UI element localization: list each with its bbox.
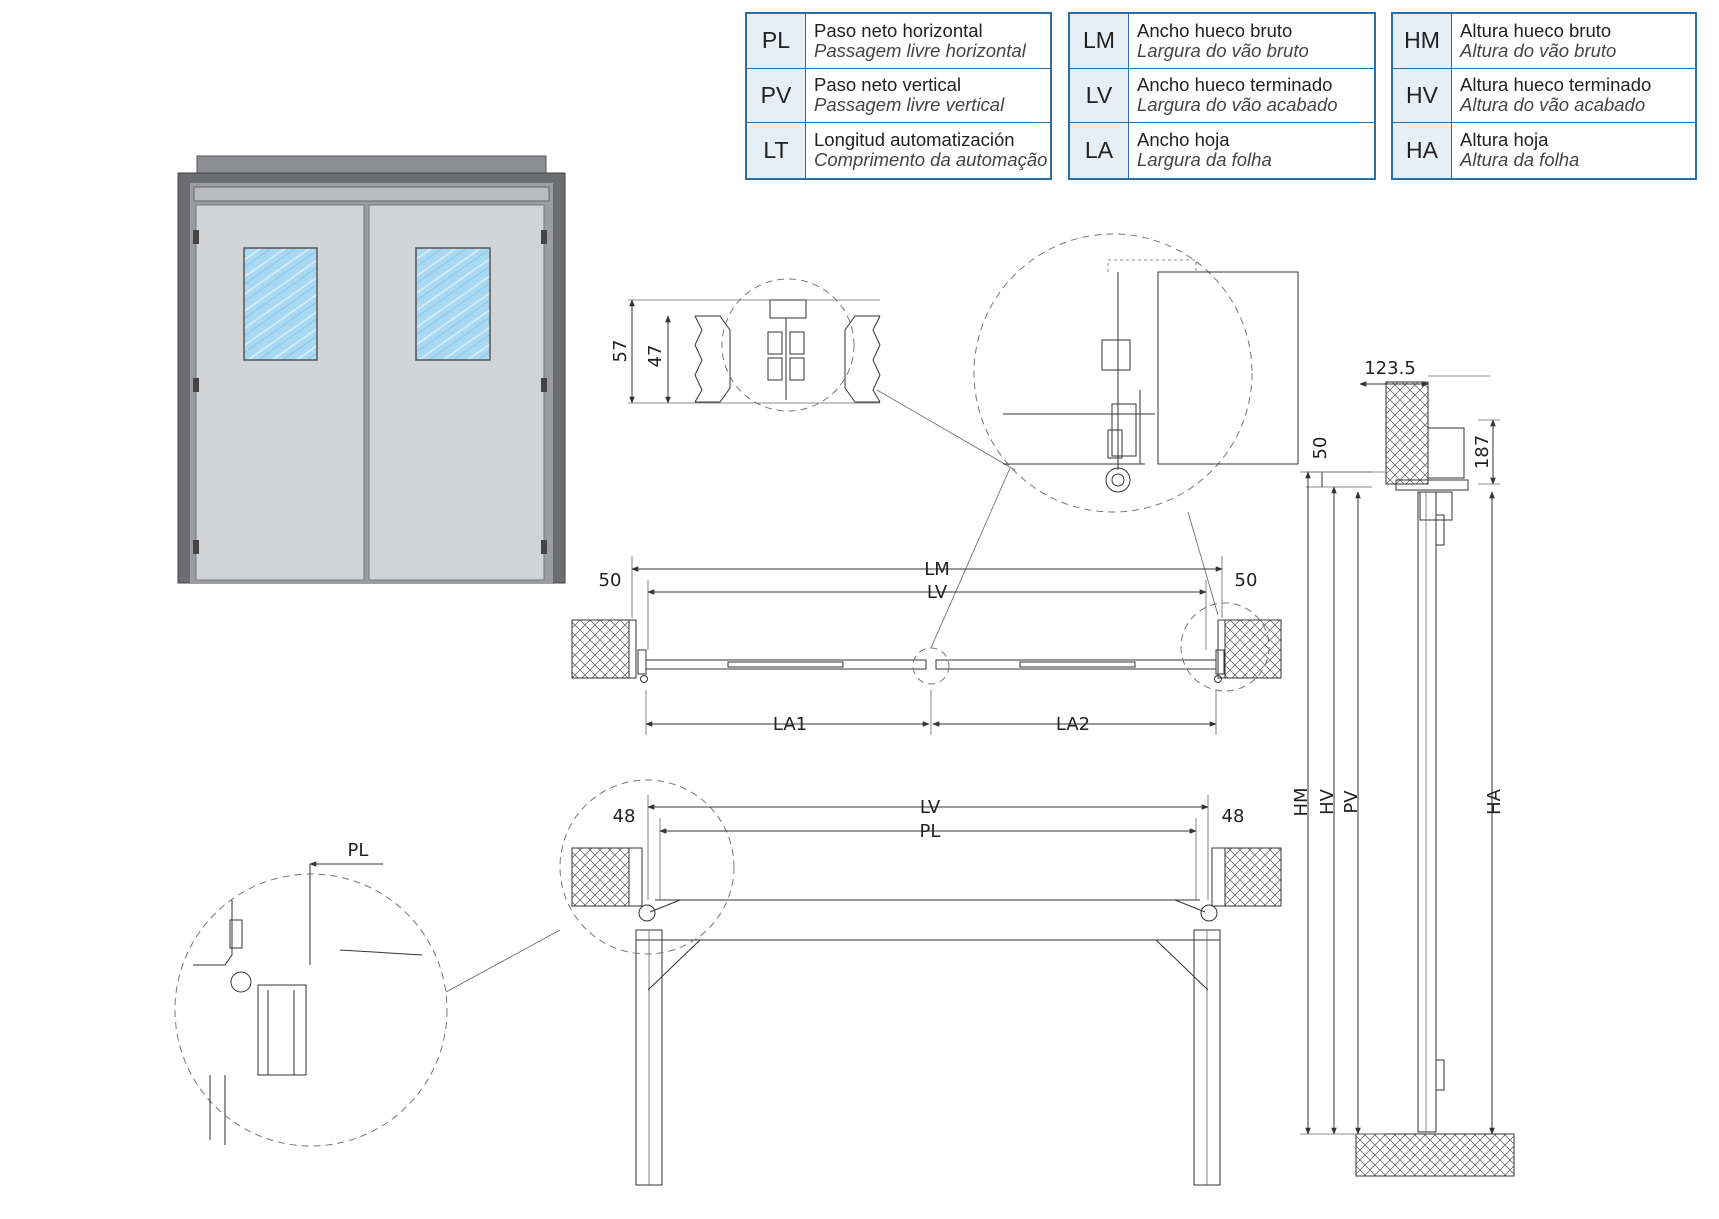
- legend-spanish: Altura hueco terminado: [1460, 74, 1652, 96]
- dim-la2: LA2: [1056, 714, 1090, 735]
- wall-left-open: [571, 847, 630, 907]
- dim-lm: LM: [924, 559, 950, 580]
- legend-spanish: Altura hueco bruto: [1460, 19, 1612, 41]
- floor-slab: [1355, 1133, 1515, 1177]
- legend-portuguese: Largura da folha: [1137, 149, 1272, 171]
- legend-code: HM: [1393, 14, 1452, 68]
- legend-portuguese: Altura da folha: [1460, 149, 1580, 171]
- header-box: [196, 155, 547, 175]
- vertical-section: 123.5 187 50 HM HV PV HA: [1291, 358, 1515, 1177]
- plan-open-view: LV PL 48 48: [445, 779, 1282, 1186]
- legend-spanish: Altura hoja: [1460, 129, 1549, 151]
- legend-portuguese: Passagem livre vertical: [814, 94, 1005, 116]
- legend-code: LV: [1070, 68, 1129, 123]
- window-glass-left: [243, 247, 318, 361]
- dim-50-left: 50: [599, 570, 622, 591]
- dim-47: 47: [645, 345, 666, 368]
- dim-pl-open: PL: [920, 821, 941, 842]
- profile-detail: 57 47: [610, 278, 1016, 471]
- legend-portuguese: Largura do vão bruto: [1137, 39, 1309, 61]
- dim-ha: HA: [1484, 788, 1505, 815]
- dim-57: 57: [610, 340, 631, 363]
- legend-code: PL: [747, 14, 806, 68]
- hinge-right-top: [541, 230, 547, 244]
- wall-right-open: [1224, 847, 1282, 907]
- legend-portuguese: Altura do vão acabado: [1460, 94, 1646, 116]
- dim-la1: LA1: [773, 714, 807, 735]
- legend-portuguese: Largura do vão acabado: [1137, 94, 1338, 116]
- dim-48-right: 48: [1222, 806, 1245, 827]
- wall-left: [571, 619, 630, 679]
- dim-50-right: 50: [1235, 570, 1258, 591]
- legend-portuguese: Passagem livre horizontal: [814, 39, 1026, 61]
- legend-spanish: Paso neto vertical: [814, 74, 962, 96]
- dim-hv: HV: [1317, 788, 1338, 815]
- operator-bar: [193, 186, 550, 202]
- legend-code: LT: [747, 123, 806, 178]
- dim-123-5: 123.5: [1364, 358, 1416, 379]
- hinge-left-mid: [193, 378, 199, 392]
- legend-code: LM: [1070, 14, 1129, 68]
- legend-code: LA: [1070, 123, 1129, 178]
- plan-closed-view: LM LV 50 50 LA1 LA2: [571, 467, 1282, 735]
- dim-lv: LV: [927, 582, 948, 603]
- dim-187: 187: [1472, 435, 1493, 469]
- lintel-wall: [1385, 381, 1429, 485]
- legend-portuguese: Altura do vão bruto: [1460, 39, 1617, 61]
- legend-spanish: Longitud automatización: [814, 129, 1015, 151]
- hinge-right-mid: [541, 378, 547, 392]
- legend-code: HV: [1393, 68, 1452, 123]
- hinge-right-bottom: [541, 540, 547, 554]
- hinge-left-bottom: [193, 540, 199, 554]
- dim-50-top: 50: [1310, 437, 1331, 460]
- hinge-left-top: [193, 230, 199, 244]
- legend-portuguese: Comprimento da automação: [814, 149, 1048, 171]
- door-leaf-section: [1417, 491, 1437, 1133]
- wall-right: [1224, 619, 1282, 679]
- legend-code: PV: [747, 68, 806, 123]
- legend-spanish: Ancho hoja: [1137, 129, 1230, 151]
- pl-label: PL: [348, 840, 369, 861]
- zoom-detail-hinge: [973, 233, 1299, 616]
- dim-hm: HM: [1291, 787, 1312, 816]
- legend-code: HA: [1393, 123, 1452, 178]
- pl-zoom-detail: PL: [174, 840, 448, 1147]
- window-glass-right: [415, 247, 491, 361]
- operator-box: [1427, 427, 1465, 479]
- dim-pv: PV: [1341, 790, 1362, 814]
- legend-spanish: Paso neto horizontal: [814, 19, 983, 41]
- dim-lv-open: LV: [920, 797, 941, 818]
- door-perspective-view: [177, 155, 566, 584]
- dim-48-left: 48: [613, 806, 636, 827]
- legend-spanish: Ancho hueco bruto: [1137, 19, 1293, 41]
- legend-spanish: Ancho hueco terminado: [1137, 74, 1333, 96]
